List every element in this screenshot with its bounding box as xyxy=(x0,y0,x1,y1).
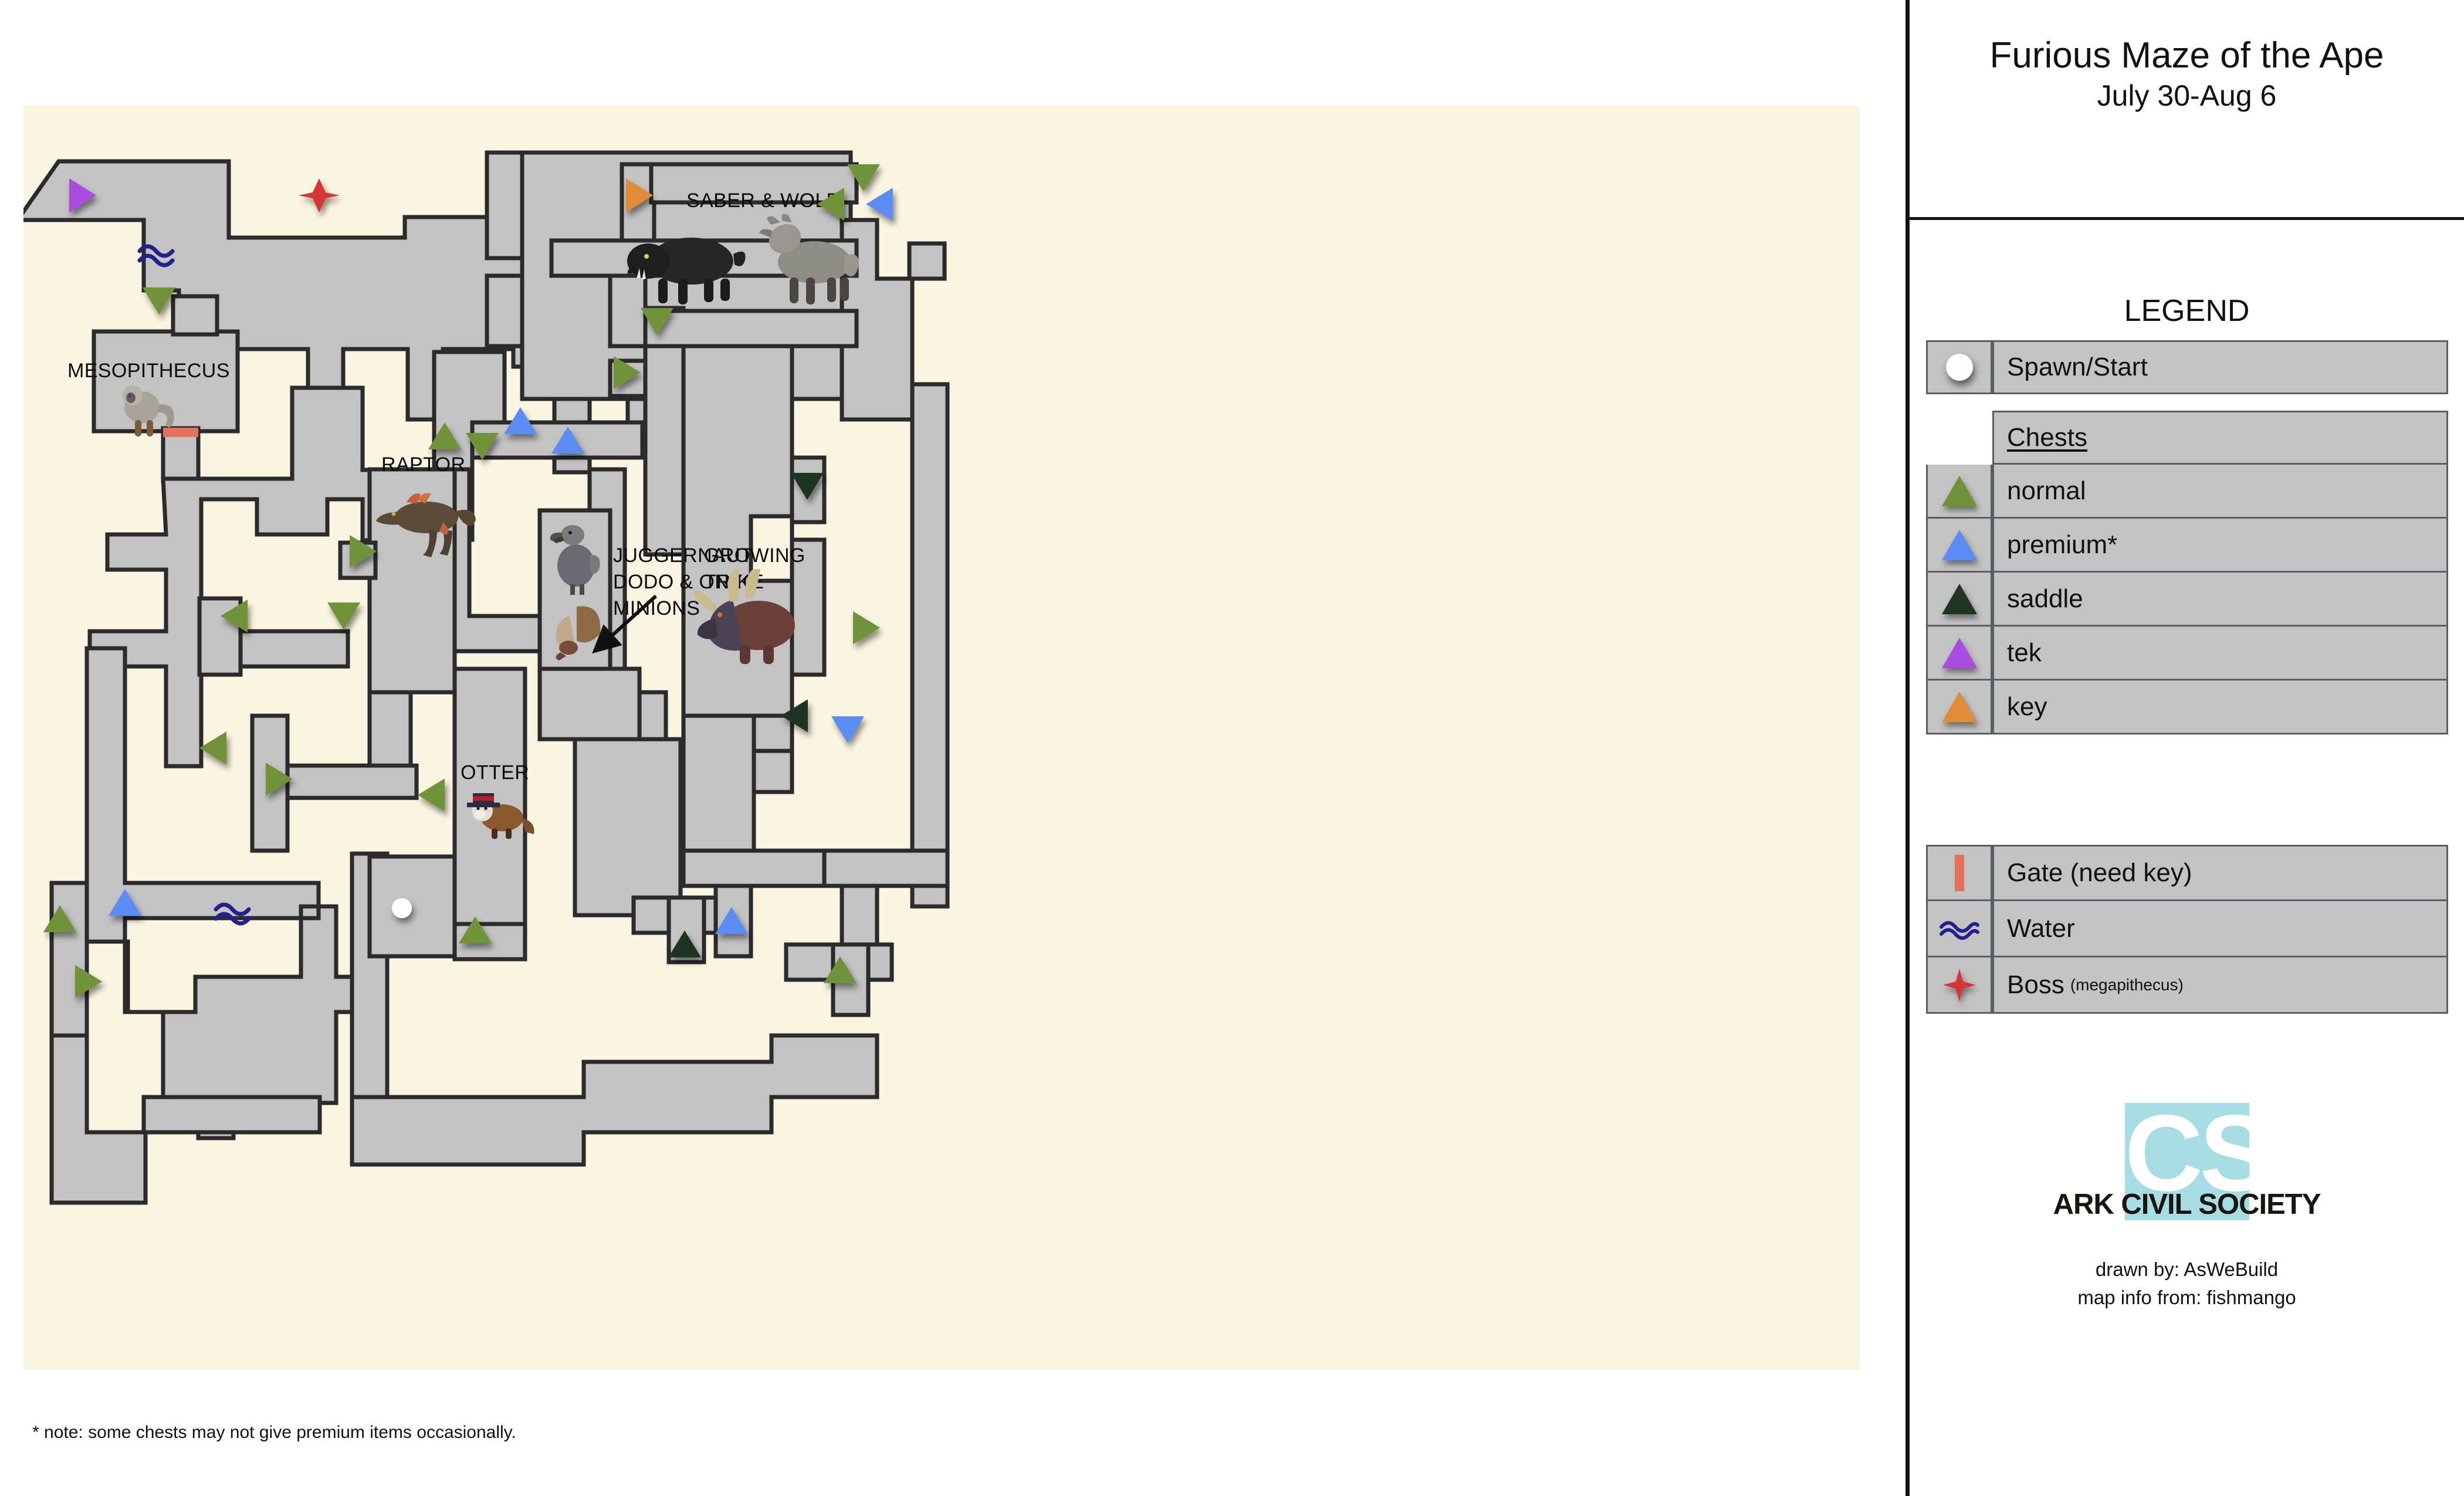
title-rule xyxy=(1910,217,2464,220)
dino-art-trike xyxy=(689,569,801,666)
saddle-chest-icon-cell xyxy=(1926,573,1992,627)
legend-row-chest-normal[interactable]: normal xyxy=(1926,465,2448,519)
legend-group-chests: Chests normal premium* saddle tek xyxy=(1926,411,2448,735)
legend-heading: LEGEND xyxy=(2124,294,2250,328)
legend-label-chest-tek: tek xyxy=(1992,627,2448,681)
dino-art-raptor xyxy=(373,481,478,563)
legend-row-chest-saddle[interactable]: saddle xyxy=(1926,573,2448,627)
brand-name: ARK CIVIL SOCIETY xyxy=(2053,1189,2321,1220)
dino-art-onyc xyxy=(543,598,607,663)
legend-row-spawn[interactable]: Spawn/Start xyxy=(1926,340,2448,394)
legend-group-other: Gate (need key) Water Boss ( xyxy=(1926,845,2448,1014)
tek-chest-icon xyxy=(1941,637,1977,668)
dino-art-mesopithecus xyxy=(111,377,182,438)
legend-label-chest-saddle: saddle xyxy=(1992,573,2448,627)
dino-art-saber xyxy=(622,220,751,308)
boss-icon-cell xyxy=(1926,957,1992,1014)
legend-label-chest-key: key xyxy=(1992,681,2448,735)
legend-label-water: Water xyxy=(1992,901,2448,957)
legend-row-chest-key[interactable]: key xyxy=(1926,681,2448,735)
boss-star-icon xyxy=(1942,968,1976,1001)
legend-label-spawn: Spawn/Start xyxy=(1992,340,2448,394)
legend-row-chests-header: Chests xyxy=(1926,411,2448,465)
legend-chests-header: Chests xyxy=(1992,411,2448,465)
logo-mark-cs: CS xyxy=(2124,1093,2272,1214)
logo-square: CS xyxy=(2124,1095,2272,1220)
legend-row-water[interactable]: Water xyxy=(1926,901,2448,957)
premium-chest-icon xyxy=(1941,529,1977,560)
water-icon xyxy=(1939,920,1979,940)
credit-drawn-by: drawn by: AsWeBuild xyxy=(2095,1258,2279,1280)
title-block: Furious Maze of the Ape July 30-Aug 6 xyxy=(1910,35,2464,113)
legend-row-chest-premium[interactable]: premium* xyxy=(1926,519,2448,573)
credit-map-info: map info from: fishmango xyxy=(2077,1286,2296,1308)
maze-canvas: SABER & WOLF MESOPITHECUS RAPTOR JUGGERN… xyxy=(23,106,1860,1370)
key-chest-icon-cell xyxy=(1926,681,1992,735)
premium-footnote: * note: some chests may not give premium… xyxy=(32,1423,516,1442)
legend-boss-subtext: (megapithecus) xyxy=(2070,975,2184,994)
legend-label-chest-premium: premium* xyxy=(1992,519,2448,573)
credits-block: drawn by: AsWeBuild map info from: fishm… xyxy=(1910,1255,2464,1312)
legend-row-chest-tek[interactable]: tek xyxy=(1926,627,2448,681)
room-label-mesopithecus: MESOPITHECUS xyxy=(67,360,230,382)
room-label-raptor: RAPTOR xyxy=(381,453,466,476)
room-label-otter: OTTER xyxy=(461,761,530,784)
saddle-chest-icon xyxy=(1941,583,1977,614)
page-title: Furious Maze of the Ape xyxy=(1989,35,2384,76)
legend-label-boss: Boss (megapithecus) xyxy=(1992,957,2448,1014)
legend-row-boss[interactable]: Boss (megapithecus) xyxy=(1926,957,2448,1014)
gate-icon xyxy=(1954,855,1964,891)
dino-art-wolf xyxy=(751,208,868,308)
page-subtitle-dates: July 30-Aug 6 xyxy=(2097,79,2277,113)
maze-corridors xyxy=(23,150,950,1205)
panel-divider xyxy=(1905,0,1910,1496)
minions-pointer-arrow xyxy=(592,594,658,654)
legend-row-gate[interactable]: Gate (need key) xyxy=(1926,845,2448,901)
normal-chest-icon xyxy=(1941,475,1977,506)
dino-art-otter xyxy=(462,781,536,840)
key-chest-icon xyxy=(1941,691,1977,722)
tek-chest-icon-cell xyxy=(1926,627,1992,681)
spawn-icon-cell xyxy=(1926,340,1992,394)
dino-art-dodo xyxy=(546,516,607,595)
legend-label-gate: Gate (need key) xyxy=(1992,845,2448,901)
water-icon-cell xyxy=(1926,901,1992,957)
gate-icon-cell xyxy=(1926,845,1992,901)
spawn-start-icon xyxy=(1945,354,1973,381)
legend-label-chest-normal: normal xyxy=(1992,465,2448,519)
brand-logo: CS xyxy=(1910,1095,2464,1223)
legend-group-spawn: Spawn/Start xyxy=(1926,340,2448,394)
map-panel: SABER & WOLF MESOPITHECUS RAPTOR JUGGERN… xyxy=(23,106,1860,1442)
premium-chest-icon-cell xyxy=(1926,519,1992,573)
normal-chest-icon-cell xyxy=(1926,465,1992,519)
side-panel: Furious Maze of the Ape July 30-Aug 6 LE… xyxy=(1910,0,2464,1496)
